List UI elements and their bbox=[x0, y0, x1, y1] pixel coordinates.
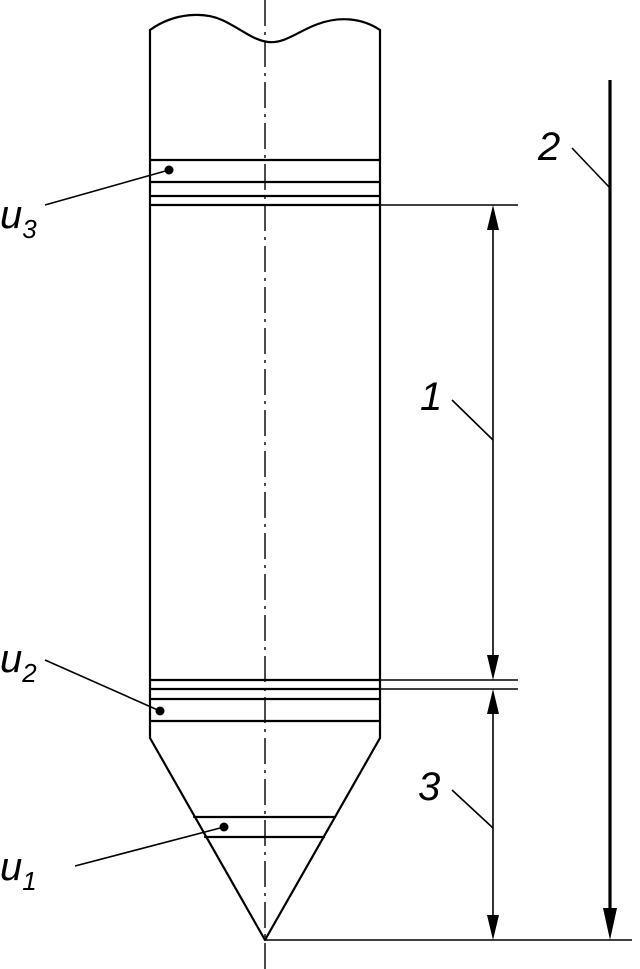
dimension-3 bbox=[487, 689, 499, 940]
leader-dim-2 bbox=[571, 147, 611, 189]
label-u3: u3 bbox=[0, 193, 37, 244]
break-line bbox=[148, 13, 382, 44]
leader-dim-1 bbox=[451, 399, 494, 441]
dimension-label-3: 3 bbox=[418, 765, 440, 809]
dimension-2 bbox=[603, 80, 617, 940]
label-u2: u2 bbox=[0, 637, 37, 688]
dimension-label-1: 1 bbox=[420, 375, 442, 419]
upper-sleeve bbox=[148, 158, 382, 207]
leader-u3 bbox=[44, 169, 170, 206]
label-u1: u1 bbox=[0, 845, 37, 896]
probe-body bbox=[148, 13, 382, 942]
lower-sleeve bbox=[148, 678, 382, 723]
leader-u1 bbox=[74, 826, 225, 867]
leader-u2 bbox=[44, 659, 161, 712]
dimension-label-2: 2 bbox=[537, 125, 560, 169]
leader-dim-3 bbox=[451, 789, 494, 829]
dimension-1 bbox=[487, 205, 499, 680]
